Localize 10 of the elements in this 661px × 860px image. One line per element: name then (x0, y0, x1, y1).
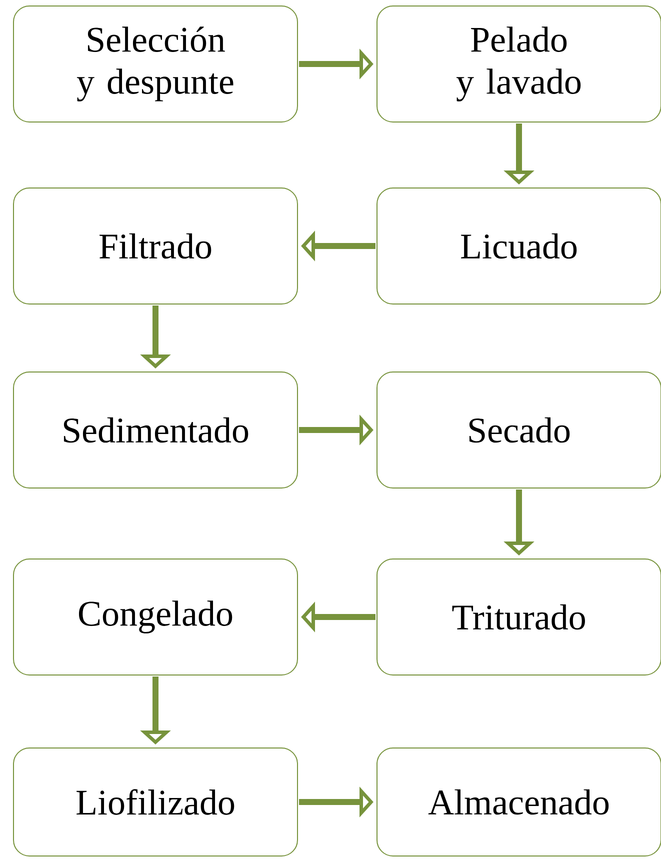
process-box: Licuado (376, 188, 661, 304)
process-box: Liofilizado (13, 748, 298, 856)
process-box: Selección y despunte (13, 6, 298, 122)
process-box: Filtrado (13, 188, 298, 304)
process-box: Pelado y lavado (376, 6, 661, 122)
process-box: Sedimentado (13, 372, 298, 488)
process-box: Secado (376, 372, 661, 488)
process-box: Triturado (376, 558, 661, 676)
process-box: Almacenado (376, 748, 661, 856)
process-box: Congelado (13, 558, 298, 676)
